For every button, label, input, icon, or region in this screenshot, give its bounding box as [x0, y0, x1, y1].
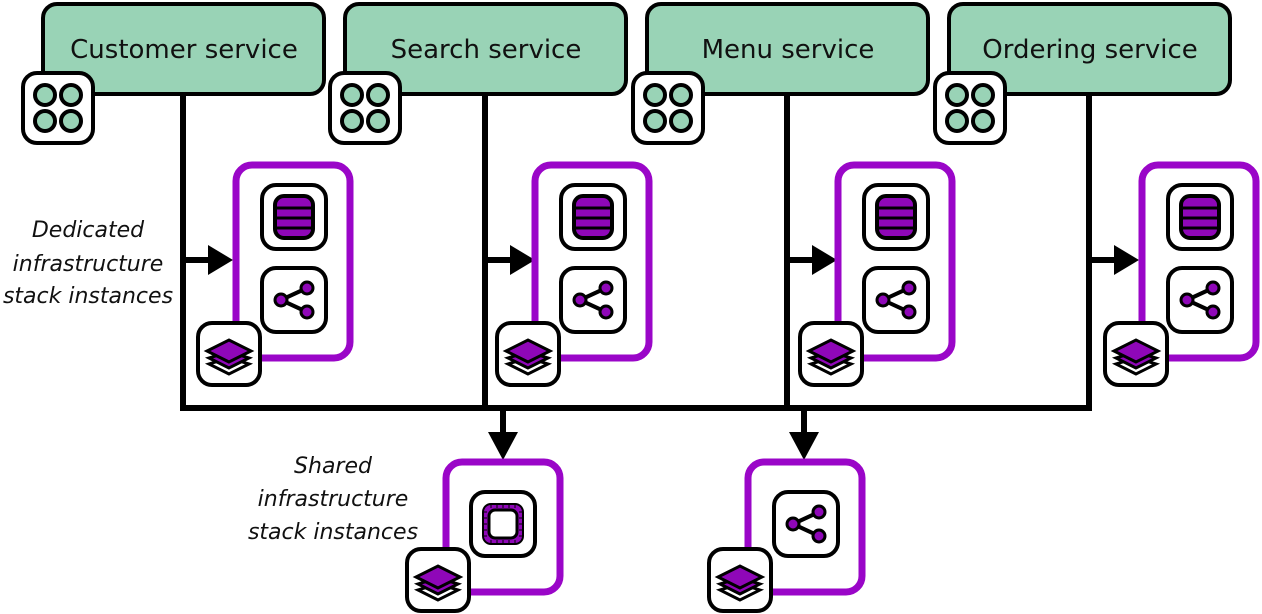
shared-stack-network[interactable]: [707, 458, 866, 613]
shared-stack-compute[interactable]: [405, 458, 564, 613]
label-line: stack instances: [3, 284, 173, 309]
service-label: Menu service: [702, 35, 875, 65]
database-icon: [260, 183, 328, 251]
microservice-icon: [933, 71, 1007, 145]
arrow-ordering: [1114, 245, 1139, 275]
dedicated-stack-ordering[interactable]: [1103, 161, 1260, 387]
arrowheads: [208, 245, 1139, 460]
network-share-icon: [260, 266, 328, 334]
database-icon: [1166, 183, 1234, 251]
arrow-menu: [812, 245, 837, 275]
service-label: Search service: [391, 35, 582, 65]
dedicated-stack-label: Dedicated infrastructure stack instances: [3, 218, 173, 309]
label-line: infrastructure: [13, 252, 164, 277]
stack-layers-icon: [405, 547, 471, 613]
service-label: Ordering service: [982, 35, 1198, 65]
arrow-search: [510, 245, 535, 275]
arrow-shared-compute: [488, 432, 518, 460]
service-customer[interactable]: Customer service: [21, 2, 326, 145]
network-share-icon: [559, 266, 627, 334]
label-line: infrastructure: [258, 487, 409, 512]
microservice-icon: [21, 71, 95, 145]
stack-layers-icon: [707, 547, 773, 613]
arrow-shared-network: [789, 432, 819, 460]
dedicated-stack-customer[interactable]: [196, 161, 354, 387]
stack-layers-icon: [1103, 321, 1169, 387]
service-label: Customer service: [70, 35, 298, 65]
shared-stack-label: Shared infrastructure stack instances: [248, 454, 418, 545]
dedicated-stack-search[interactable]: [495, 161, 653, 387]
service-search[interactable]: Search service: [328, 2, 628, 145]
database-icon: [559, 183, 627, 251]
label-line: stack instances: [248, 520, 418, 545]
network-share-icon: [862, 266, 930, 334]
microservice-icon: [328, 71, 402, 145]
label-line: Dedicated: [32, 218, 145, 243]
microservice-icon: [631, 71, 705, 145]
label-line: Shared: [294, 454, 373, 479]
stack-layers-icon: [495, 321, 561, 387]
dedicated-stack-menu[interactable]: [798, 161, 956, 387]
network-share-icon: [1166, 266, 1234, 334]
network-share-icon: [772, 490, 840, 558]
database-icon: [862, 183, 930, 251]
compute-chip-icon: [469, 490, 537, 558]
stack-layers-icon: [798, 321, 864, 387]
arrow-customer: [208, 245, 233, 275]
service-menu[interactable]: Menu service: [631, 2, 930, 145]
service-ordering[interactable]: Ordering service: [933, 2, 1232, 145]
stack-layers-icon: [196, 321, 262, 387]
connector-lines: [180, 92, 1118, 436]
